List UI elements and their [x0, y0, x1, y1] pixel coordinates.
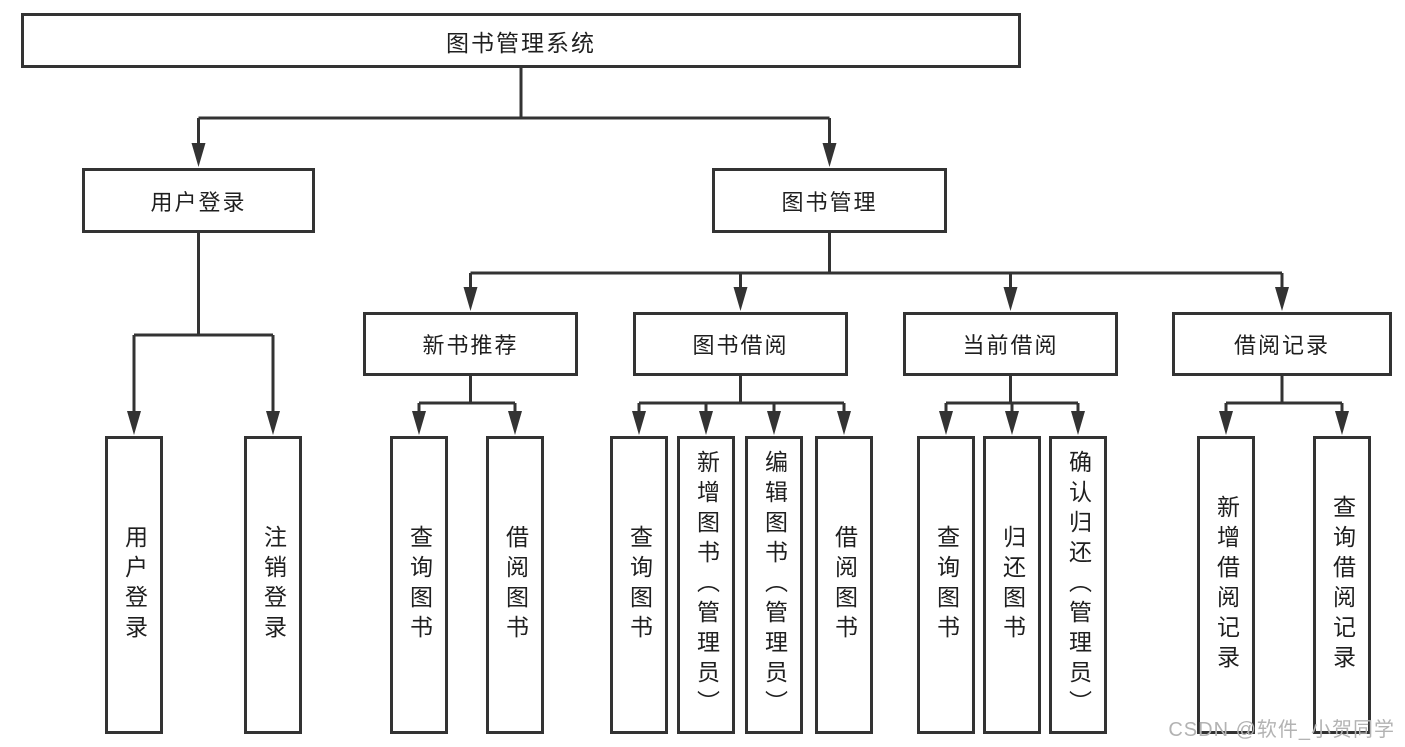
leaf-user-login: 用户登录 [105, 436, 163, 734]
node-library-system: 图书管理系统 [21, 13, 1021, 68]
connector-records-to-leaves [1224, 376, 1344, 414]
leaf-borrow-books-recommend-label: 借阅图书 [502, 525, 529, 645]
connector-root-to-level2 [197, 68, 831, 146]
leaf-query-books-current: 查询图书 [917, 436, 975, 734]
node-library-system-label: 图书管理系统 [446, 29, 596, 56]
connector-userlogin-to-leaves [132, 233, 275, 414]
leaf-add-borrow-record-label: 新增借阅记录 [1213, 495, 1240, 675]
leaf-query-books-recommend: 查询图书 [390, 436, 448, 734]
leaf-logout-label: 注销登录 [260, 525, 287, 645]
leaf-query-books-borrowing-label: 查询图书 [626, 525, 653, 645]
leaf-confirm-return-admin: 确认归还（管理员） [1049, 436, 1107, 734]
node-current-borrowing-label: 当前借阅 [962, 333, 1059, 358]
node-user-login-label: 用户登录 [150, 189, 247, 215]
leaf-return-book: 归还图书 [983, 436, 1041, 734]
leaf-query-books-recommend-label: 查询图书 [406, 525, 433, 645]
leaf-query-borrow-record-label: 查询借阅记录 [1329, 495, 1356, 675]
node-book-management: 图书管理 [712, 168, 947, 233]
leaf-borrow-books-recommend: 借阅图书 [486, 436, 544, 734]
connector-bookmgmt-to-level3 [469, 233, 1284, 291]
node-current-borrowing: 当前借阅 [903, 312, 1118, 376]
leaf-query-books-current-label: 查询图书 [933, 525, 960, 645]
node-borrowing-records: 借阅记录 [1172, 312, 1392, 376]
node-book-management-label: 图书管理 [781, 189, 878, 215]
leaf-borrow-books-borrowing: 借阅图书 [815, 436, 873, 734]
leaf-add-borrow-record: 新增借阅记录 [1197, 436, 1255, 734]
arrowheads-level2 [191, 143, 837, 167]
node-user-login: 用户登录 [82, 168, 315, 233]
arrowheads-leaves [127, 411, 1349, 435]
leaf-confirm-return-admin-label: 确认归还（管理员） [1065, 450, 1092, 720]
csdn-watermark: CSDN @软件_小贺同学 [1168, 719, 1395, 741]
leaf-add-book-admin-label: 新增图书（管理员） [693, 450, 720, 720]
node-borrowing-records-label: 借阅记录 [1233, 333, 1330, 358]
leaf-logout: 注销登录 [244, 436, 302, 734]
connector-borrowing-to-leaves [637, 376, 846, 414]
leaf-edit-book-admin-label: 编辑图书（管理员） [761, 450, 788, 720]
leaf-add-book-admin: 新增图书（管理员） [677, 436, 735, 734]
leaf-query-books-borrowing: 查询图书 [610, 436, 668, 734]
leaf-query-borrow-record: 查询借阅记录 [1313, 436, 1371, 734]
leaf-edit-book-admin: 编辑图书（管理员） [745, 436, 803, 734]
arrowheads-level3 [463, 287, 1289, 311]
leaf-borrow-books-borrowing-label: 借阅图书 [831, 525, 858, 645]
node-book-borrowing: 图书借阅 [633, 312, 848, 376]
node-new-book-recommendation-label: 新书推荐 [422, 333, 519, 358]
connector-current-to-leaves [944, 376, 1080, 414]
leaf-return-book-label: 归还图书 [999, 525, 1026, 645]
leaf-user-login-label: 用户登录 [121, 525, 148, 645]
node-book-borrowing-label: 图书借阅 [692, 333, 789, 358]
connector-newbook-to-leaves [417, 376, 517, 414]
node-new-book-recommendation: 新书推荐 [363, 312, 578, 376]
